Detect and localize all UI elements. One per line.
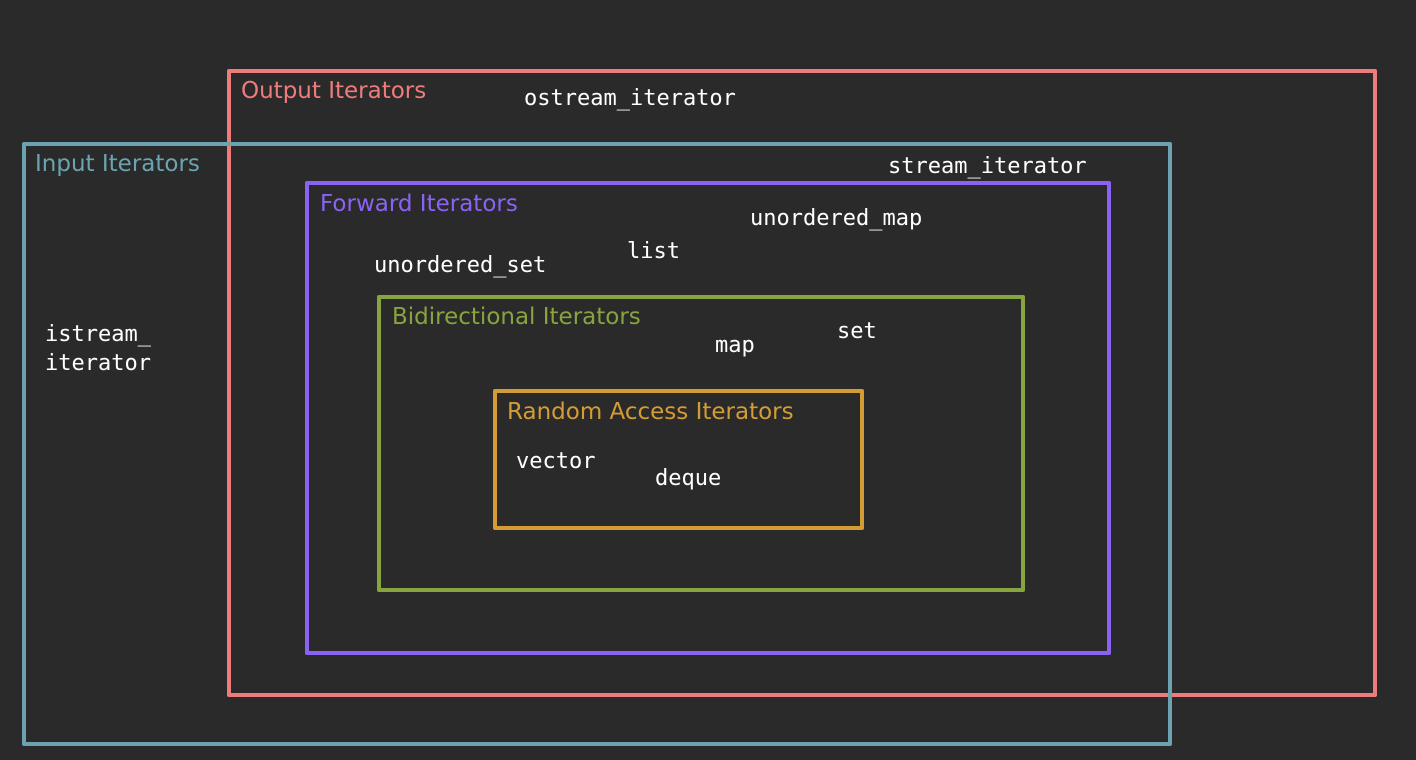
random-access-iterators-box bbox=[493, 389, 864, 530]
deque-label: deque bbox=[655, 466, 722, 491]
ostream-iterator-label: ostream_iterator bbox=[524, 86, 736, 111]
unordered-map-label: unordered_map bbox=[750, 206, 923, 231]
istream-iterator-label-line1: istream_ bbox=[45, 322, 151, 347]
list-label: list bbox=[627, 239, 680, 264]
map-label: map bbox=[715, 333, 755, 358]
vector-label: vector bbox=[516, 449, 596, 474]
bidirectional-iterators-box bbox=[377, 295, 1025, 592]
stream-iterator-label: stream_iterator bbox=[888, 154, 1087, 179]
set-label: set bbox=[837, 319, 877, 344]
forward-iterators-box bbox=[305, 181, 1111, 655]
input-iterators-title: Input Iterators bbox=[35, 151, 200, 177]
forward-iterators-title: Forward Iterators bbox=[320, 191, 518, 217]
random-access-iterators-title: Random Access Iterators bbox=[507, 399, 794, 425]
unordered-set-label: unordered_set bbox=[374, 253, 547, 278]
input-iterators-box bbox=[22, 142, 1172, 746]
output-iterators-box bbox=[227, 69, 1377, 697]
istream-iterator-label-line2: iterator bbox=[45, 351, 151, 376]
bidirectional-iterators-title: Bidirectional Iterators bbox=[392, 304, 641, 330]
output-iterators-title: Output Iterators bbox=[241, 78, 427, 104]
